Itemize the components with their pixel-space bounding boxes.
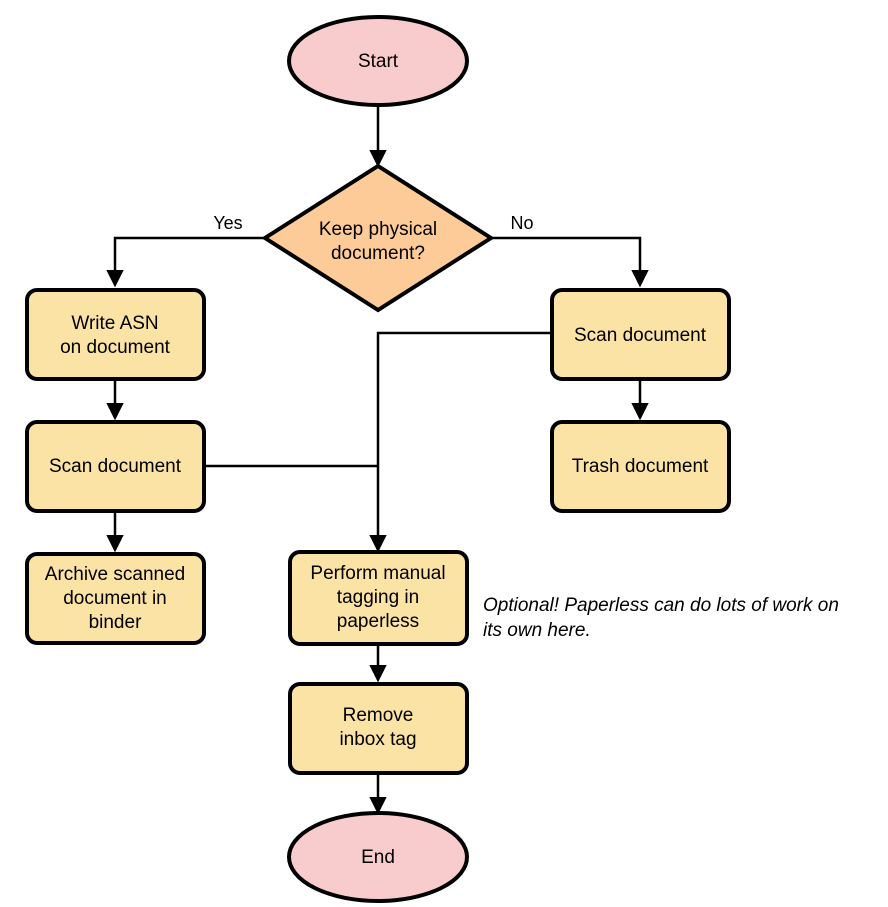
tagging-label-line2: tagging in [337,587,419,608]
scan-document-left-box [25,420,206,513]
note-line2: its own here. [483,620,591,641]
archive-label-line1: Archive scanned [45,564,185,585]
end-label: End [361,847,395,868]
tagging-label-line1: Perform manual [310,563,445,584]
write-asn-label-line2: on document [60,337,171,358]
scan-document-left-label: Scan document [49,456,182,477]
node-end[interactable]: End [287,811,469,903]
archive-box [25,552,206,645]
end-ellipse [287,811,469,903]
trash-document-label: Trash document [572,456,709,477]
edge-label-no: No [510,213,533,233]
start-label: Start [358,51,399,72]
archive-label-line3: binder [89,612,142,633]
write-asn-box [25,288,206,381]
tagging-label-line3: paperless [337,611,419,632]
tagging-box [288,550,469,646]
scan-document-right-label: Scan document [574,325,707,346]
node-scan-document-right[interactable]: Scan document [550,288,731,381]
write-asn-label-line1: Write ASN [71,313,158,334]
decision-label-line2: document? [331,243,425,264]
archive-label-line2: document in [63,588,167,609]
node-remove-inbox-tag[interactable]: Remove inbox tag [288,682,469,775]
edge-label-yes: Yes [213,213,242,233]
remove-inbox-tag-label-line1: Remove [343,705,414,726]
node-write-asn[interactable]: Write ASN on document [25,288,206,381]
decision-label-line1: Keep physical [319,219,437,240]
edge-decision-no-to-scan-right [491,236,649,288]
remove-inbox-tag-label-line2: inbox tag [339,729,416,750]
start-ellipse [287,15,469,107]
trash-document-box [550,420,731,513]
edge-scan-right-to-tagging [369,331,552,553]
note-optional-paperless: Optional! Paperless can do lots of work … [483,595,839,641]
node-perform-manual-tagging[interactable]: Perform manual tagging in paperless [288,550,469,646]
decision-diamond [261,163,495,313]
scan-document-right-box [550,288,731,381]
node-scan-document-left[interactable]: Scan document [25,420,206,513]
remove-inbox-tag-box [288,682,469,775]
connector-layer [106,104,649,815]
node-start[interactable]: Start [287,15,469,107]
node-archive-scanned-document[interactable]: Archive scanned document in binder [25,552,206,645]
node-trash-document[interactable]: Trash document [550,420,731,513]
node-decision-keep-physical-document[interactable]: Keep physical document? [261,163,495,313]
note-line1: Optional! Paperless can do lots of work … [483,595,839,616]
edge-decision-yes-to-write-asn [106,236,265,288]
